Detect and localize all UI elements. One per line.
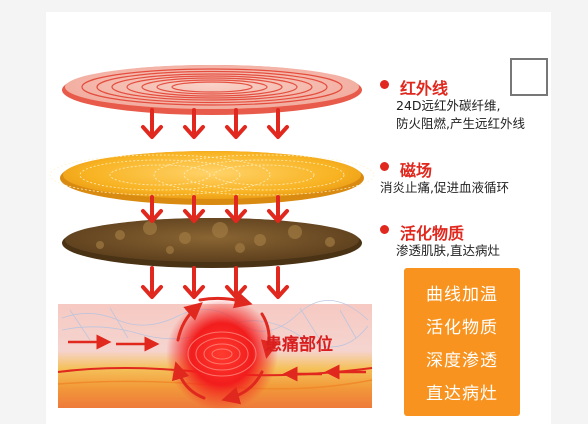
infrared-desc-line-2: 防火阻燃,产生远红外线	[396, 116, 525, 131]
infrared-title: 红外线	[400, 79, 449, 98]
magnetic-title: 磁场	[400, 161, 433, 180]
feature-item: 曲线加温	[426, 285, 498, 305]
magnetic-layer-disc	[49, 151, 375, 205]
feature-item: 深度渗透	[426, 351, 498, 371]
inflow-arrows	[68, 334, 366, 382]
infrared-layer-disc	[62, 65, 362, 115]
fiber-icon-frame	[510, 58, 548, 96]
pain-area	[166, 298, 278, 410]
active-substance-bullet	[380, 225, 389, 234]
active-substance-desc-line-1: 渗透肌肤,直达病灶	[396, 243, 500, 258]
feature-box: 曲线加温 活化物质 深度渗透 直达病灶	[404, 268, 520, 416]
infrared-desc-line-1: 24D远红外碳纤维,	[396, 98, 501, 113]
active-substance-title: 活化物质	[400, 224, 465, 243]
arrow-row-2	[141, 195, 289, 223]
feature-item: 直达病灶	[426, 384, 498, 404]
magnetic-bullet	[380, 162, 389, 171]
infrared-bullet	[380, 80, 389, 89]
feature-item: 活化物质	[426, 318, 498, 338]
arrow-row-1	[141, 108, 289, 139]
down-arrows	[141, 108, 289, 299]
magnetic-desc-line-1: 消炎止痛,促进血液循环	[380, 180, 509, 195]
skin-cross-section	[57, 290, 373, 410]
active-substance-disc	[62, 218, 362, 268]
arrow-row-3	[141, 266, 289, 299]
pain-area-label: 患痛部位	[265, 335, 333, 355]
circulation-arrows	[171, 290, 279, 405]
